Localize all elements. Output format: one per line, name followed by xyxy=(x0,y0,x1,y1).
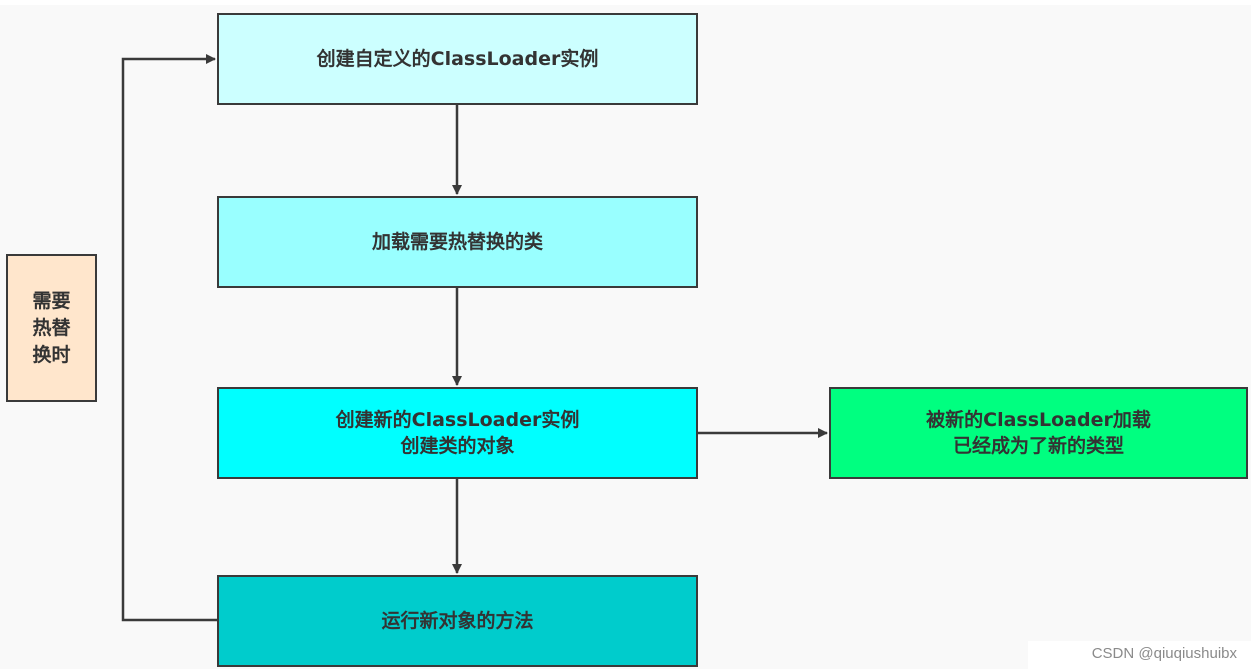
node-loaded-by-new-classloader: 被新的ClassLoader加载 已经成为了新的类型 xyxy=(829,387,1248,479)
node-label: 创建自定义的ClassLoader实例 xyxy=(316,48,599,70)
node-label-line-1: 需要 xyxy=(32,289,71,312)
node-run-new-object-method: 运行新对象的方法 xyxy=(217,575,698,667)
top-strip xyxy=(0,0,1251,5)
node-hot-swap-trigger: 需要 热替 换时 xyxy=(6,254,97,402)
watermark: CSDN @qiuqiushuibx xyxy=(1091,645,1237,662)
node-label: 加载需要热替换的类 xyxy=(371,231,543,253)
node-label-line-2: 已经成为了新的类型 xyxy=(952,435,1124,457)
node-label-line-1: 创建新的ClassLoader实例 xyxy=(335,409,580,431)
node-label-line-3: 换时 xyxy=(32,343,71,366)
node-label-line-1: 被新的ClassLoader加载 xyxy=(926,409,1151,431)
node-load-hot-swap-class: 加载需要热替换的类 xyxy=(217,196,698,288)
node-create-new-classloader: 创建新的ClassLoader实例 创建类的对象 xyxy=(217,387,698,479)
edge-loop-run-method-to-create-custom xyxy=(121,54,217,622)
watermark-background xyxy=(1028,641,1251,669)
node-create-custom-classloader: 创建自定义的ClassLoader实例 xyxy=(217,13,698,105)
node-label-line-2: 创建类的对象 xyxy=(400,435,515,457)
node-label: 运行新对象的方法 xyxy=(381,610,534,632)
node-label-line-2: 热替 xyxy=(32,316,71,339)
